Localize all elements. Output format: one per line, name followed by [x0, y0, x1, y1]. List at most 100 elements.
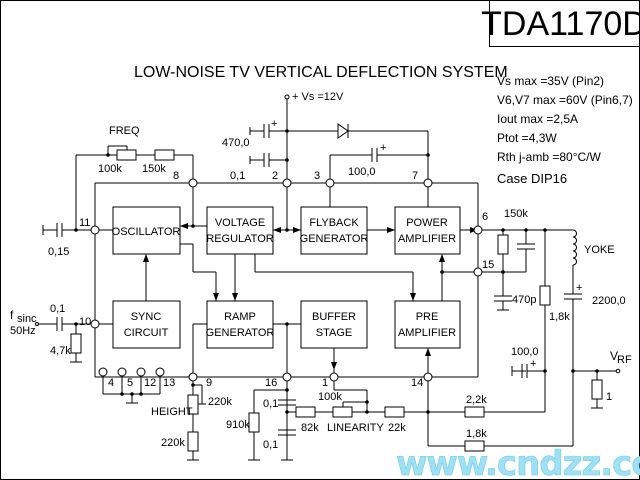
pin-8: [188, 178, 198, 188]
svg-text:1,8k: 1,8k: [466, 428, 487, 440]
svg-text:VOLTAGE: VOLTAGE: [215, 217, 265, 229]
pin-labels: 8 2 3 7 11 10 6 15 4 5 12 13 9 16 1 14: [79, 170, 494, 389]
svg-text:AMPLIFIER: AMPLIFIER: [398, 233, 456, 245]
svg-text:FLYBACK: FLYBACK: [309, 217, 359, 229]
freq-pot: [116, 149, 137, 161]
block-sync-circuit: SYNC CIRCUIT: [112, 300, 181, 349]
svg-text:2200,0: 2200,0: [592, 295, 626, 307]
svg-text:1,8k: 1,8k: [549, 311, 570, 323]
svg-text:7: 7: [412, 170, 418, 182]
pin-12: [136, 367, 146, 377]
pin-10: [90, 319, 100, 329]
block-voltage-regulator: VOLTAGE REGULATOR: [206, 206, 274, 255]
spec-v6v7-max: V6,V7 max =60V (Pin6,7): [497, 93, 633, 107]
svg-text:2: 2: [272, 170, 278, 182]
pin-14: [423, 372, 433, 382]
svg-text:13: 13: [163, 377, 175, 389]
yoke-coil: [572, 229, 577, 266]
svg-text:0,1: 0,1: [263, 439, 278, 451]
svg-text:220k: 220k: [161, 437, 185, 449]
svg-text:6: 6: [482, 211, 488, 223]
pin-3: [325, 178, 335, 188]
svg-text:14: 14: [411, 377, 423, 389]
specs-block: Vs max =35V (Pin2) V6,V7 max =60V (Pin6,…: [497, 74, 633, 186]
svg-text:0,15: 0,15: [48, 246, 69, 258]
svg-text:22k: 22k: [388, 422, 406, 434]
svg-text:16: 16: [265, 377, 277, 389]
page-title: LOW-NOISE TV VERTICAL DEFLECTION SYSTEM: [134, 64, 508, 81]
pin16-network: 910k 0,1 0,1 82k 100k LINEARITY 22k: [226, 371, 574, 461]
spec-rth: Rth j-amb =80°C/W: [497, 150, 602, 164]
pin-15: [473, 267, 483, 277]
svg-text:+: +: [271, 118, 277, 130]
svg-text:3: 3: [314, 170, 320, 182]
svg-text:15: 15: [482, 259, 494, 271]
svg-text:SYNC: SYNC: [131, 311, 162, 323]
svg-text:GENERATOR: GENERATOR: [206, 327, 275, 339]
pin-16: [282, 372, 292, 382]
freq-label: FREQ: [109, 125, 140, 137]
pin-11: [90, 225, 100, 235]
svg-text:220k: 220k: [208, 396, 232, 408]
svg-text:910k: 910k: [226, 419, 250, 431]
svg-text:REGULATOR: REGULATOR: [206, 233, 273, 245]
svg-text:YOKE: YOKE: [584, 244, 615, 256]
block-buffer-stage: BUFFER STAGE: [300, 300, 368, 349]
height-network: 220k HEIGHT 220k: [151, 381, 232, 461]
spec-iout-max: Iout max =2,5A: [497, 112, 578, 126]
svg-text:POWER: POWER: [406, 217, 448, 229]
spec-case: Case DIP16: [497, 171, 567, 186]
svg-text:5: 5: [127, 377, 133, 389]
output-network: 150k 470p 1,8k YOKE + 2200,0: [482, 208, 632, 409]
pin-13: [155, 367, 165, 377]
sync-input: f sinc 50Hz 0,1 4,7k: [10, 303, 91, 363]
svg-text:470p: 470p: [512, 294, 536, 306]
block-oscillator: OSCILLATOR: [112, 206, 181, 255]
svg-text:4,7k: 4,7k: [50, 345, 71, 357]
block-ramp-generator: RAMP GENERATOR: [206, 300, 275, 349]
block-power-amplifier: POWER AMPLIFIER: [394, 206, 461, 255]
ground-pins: [102, 376, 161, 404]
svg-text:100k: 100k: [98, 163, 122, 175]
svg-text:0,1: 0,1: [50, 303, 65, 315]
watermark: www.cndzz.com: [396, 444, 640, 480]
svg-text:1: 1: [606, 391, 612, 403]
pin-2: [282, 178, 292, 188]
svg-text:f: f: [10, 308, 14, 322]
block-pre-amplifier: PRE AMPLIFIER: [394, 300, 461, 349]
linearity-pot: [332, 406, 353, 418]
svg-text:+: +: [380, 142, 386, 154]
supply-section: + Vs =12V + 470,0 0,1 + 100,0: [222, 91, 430, 182]
svg-text:PRE: PRE: [416, 311, 439, 323]
svg-text:OSCILLATOR: OSCILLATOR: [112, 226, 181, 238]
spec-ptot: Ptot =4,3W: [497, 131, 557, 145]
svg-text:STAGE: STAGE: [316, 327, 352, 339]
supply-label: + Vs =12V: [292, 91, 344, 103]
svg-text:4: 4: [108, 377, 114, 389]
svg-text:+: +: [530, 358, 536, 370]
svg-text:2,2k: 2,2k: [466, 394, 487, 406]
pin-1: [329, 372, 339, 382]
svg-text:100k: 100k: [318, 391, 342, 403]
svg-text:10: 10: [79, 316, 91, 328]
pin-4: [98, 367, 108, 377]
svg-text:1: 1: [322, 377, 328, 389]
pin-5: [117, 367, 127, 377]
svg-text:AMPLIFIER: AMPLIFIER: [398, 327, 456, 339]
svg-text:82k: 82k: [301, 422, 319, 434]
vrf-label: V: [610, 349, 618, 363]
svg-text:150k: 150k: [504, 208, 528, 220]
pin-7: [423, 178, 433, 188]
svg-text:100,0: 100,0: [511, 346, 539, 358]
pin-9: [188, 372, 198, 382]
svg-text:9: 9: [206, 377, 212, 389]
svg-text:RF: RF: [617, 354, 632, 366]
svg-text:0,1: 0,1: [230, 170, 245, 182]
svg-text:GENERATOR: GENERATOR: [300, 233, 369, 245]
svg-text:12: 12: [144, 377, 156, 389]
svg-text:sinc: sinc: [17, 313, 37, 325]
part-number: TDA1170D: [481, 5, 640, 43]
svg-text:8: 8: [173, 170, 179, 182]
svg-text:RAMP: RAMP: [224, 311, 256, 323]
